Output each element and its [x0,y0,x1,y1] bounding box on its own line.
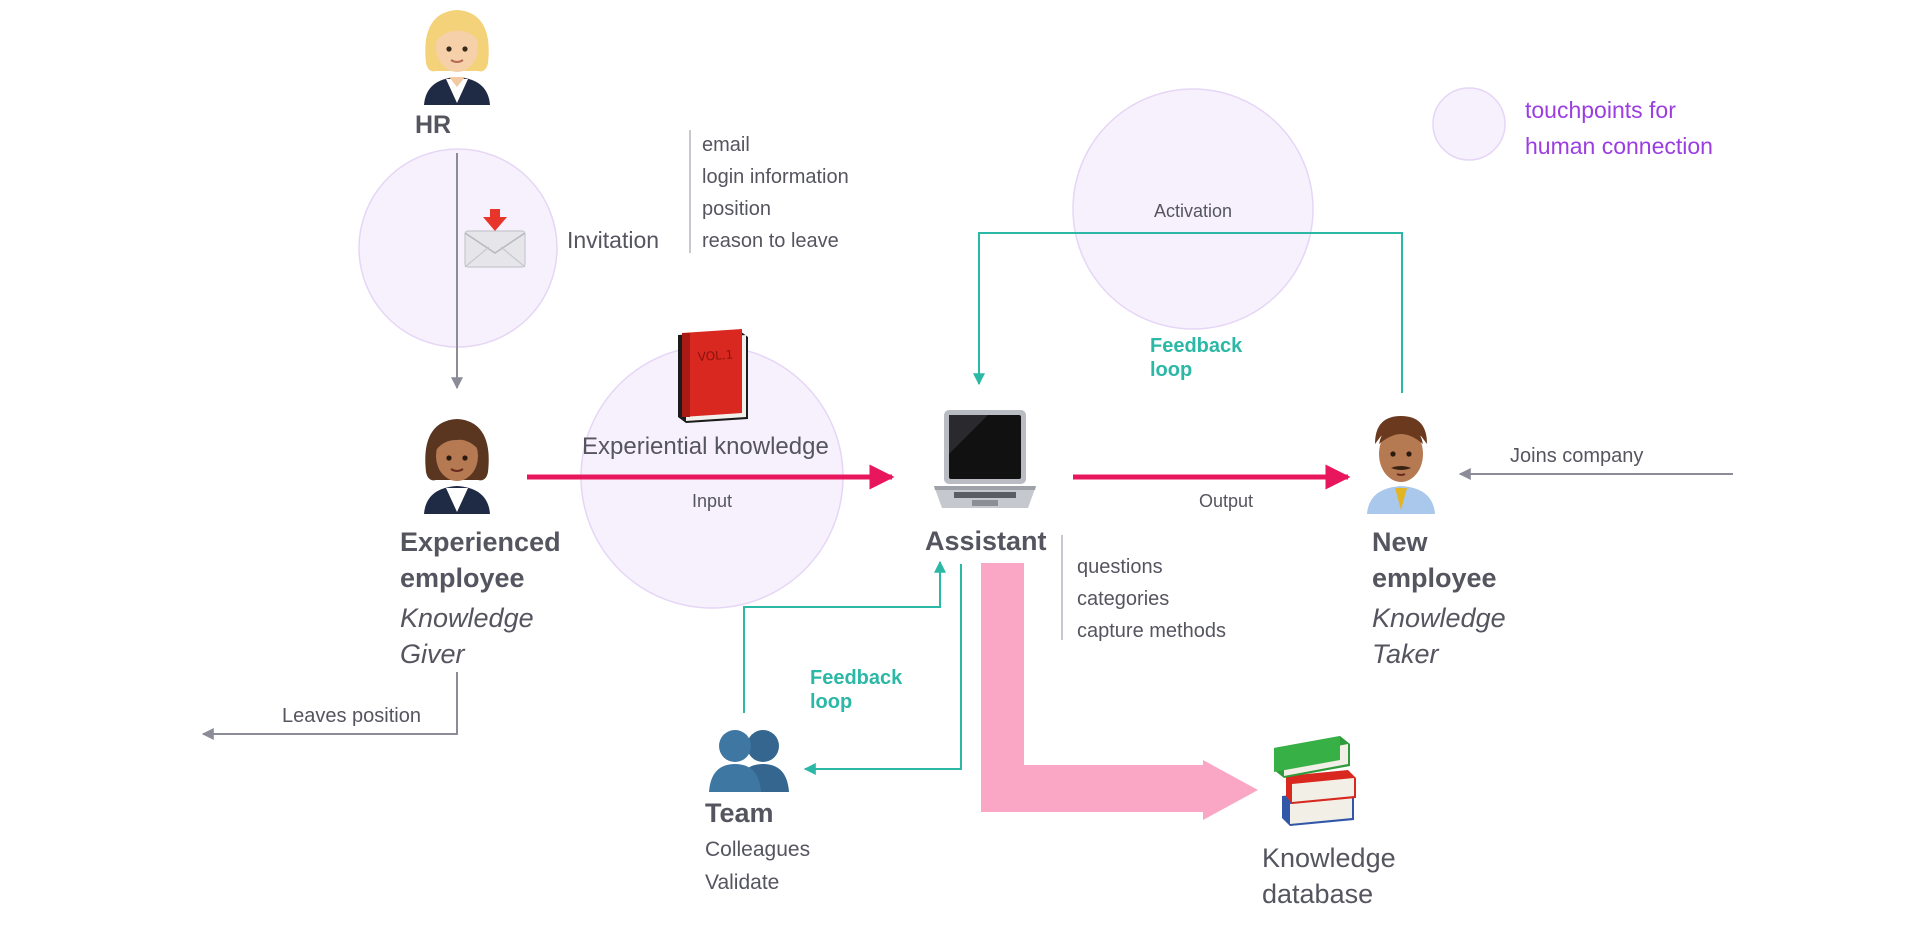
assistant-detail-questions: questions [1077,556,1163,578]
legend-line2: human connection [1525,133,1713,160]
experiential-knowledge-label: Experiential knowledge [582,433,829,460]
leaves-position-arrow [201,672,458,740]
invitation-detail-reason: reason to leave [702,230,839,252]
joins-company-label: Joins company [1510,445,1644,467]
svg-text:VOL.1: VOL.1 [697,348,733,364]
feedback-loop-label-bottom: Feedback loop [810,666,902,714]
knowledge-giver-role: Knowledge Giver [400,601,534,672]
invitation-detail-login: login information [702,166,849,188]
leaves-position-label: Leaves position [282,705,421,727]
man-with-tie-icon [1367,416,1435,514]
assistant-detail-categories: categories [1077,588,1170,610]
invitation-detail-position: position [702,198,771,220]
team-feedback-arrow [743,560,946,713]
feedback-loop-label-top: Feedback loop [1150,334,1242,382]
team-detail-colleagues: Colleagues [705,838,811,861]
experienced-employee-name-line1: Experienced [400,527,561,557]
assistant-label: Assistant [925,526,1047,556]
woman-office-worker-light-icon [424,10,490,105]
envelope-with-arrow-icon [464,209,526,268]
team-label: Team [705,798,774,828]
new-employee-name-line2: employee [1372,562,1497,593]
legend-label: touchpoints for human connection [1525,92,1713,165]
knowledge-giver-line2: Giver [400,638,465,669]
activation-loop-arrow [973,232,1403,393]
activation-label: Activation [1154,201,1233,221]
input-label: Input [692,491,733,511]
knowledge-taker-line2: Taker [1372,638,1439,669]
feedback-loop-top-line1: Feedback [1150,335,1243,357]
touchpoint-circle-activation [1072,88,1314,330]
invitation-label: Invitation [567,227,660,253]
legend-line1: touchpoints for [1525,97,1676,123]
knowledge-taker-line1: Knowledge [1372,603,1506,633]
busts-in-silhouette-icon [709,730,789,792]
new-employee-name-line1: New [1372,527,1428,557]
hr-label: HR [415,111,452,139]
team-detail-validate: Validate [705,870,780,894]
knowledge-taker-role: Knowledge Taker [1372,601,1506,672]
output-label: Output [1199,491,1254,511]
database-flow-arrow [981,563,1258,820]
team-details: Colleagues Validate [705,834,810,899]
feedback-loop-top-line2: loop [1150,359,1193,381]
experienced-employee-name: Experienced employee [400,525,561,596]
assistant-to-team-arrow [803,564,962,775]
knowledge-giver-line1: Knowledge [400,603,534,633]
knowledge-database-label: Knowledge database [1262,841,1396,912]
books-icon [1274,736,1356,826]
legend-circle [1432,87,1506,161]
knowledge-database-line1: Knowledge [1262,843,1396,873]
woman-office-worker-medium-icon [424,419,490,514]
new-employee-name: New employee [1372,525,1497,596]
red-book-icon: VOL.1 [678,329,748,423]
laptop-icon [934,410,1036,508]
invitation-detail-email: email [702,134,750,156]
knowledge-database-line2: database [1262,878,1374,909]
feedback-loop-bottom-line2: loop [810,691,853,713]
assistant-detail-capture-methods: capture methods [1077,620,1226,642]
experienced-employee-name-line2: employee [400,562,525,593]
feedback-loop-bottom-line1: Feedback [810,667,903,689]
